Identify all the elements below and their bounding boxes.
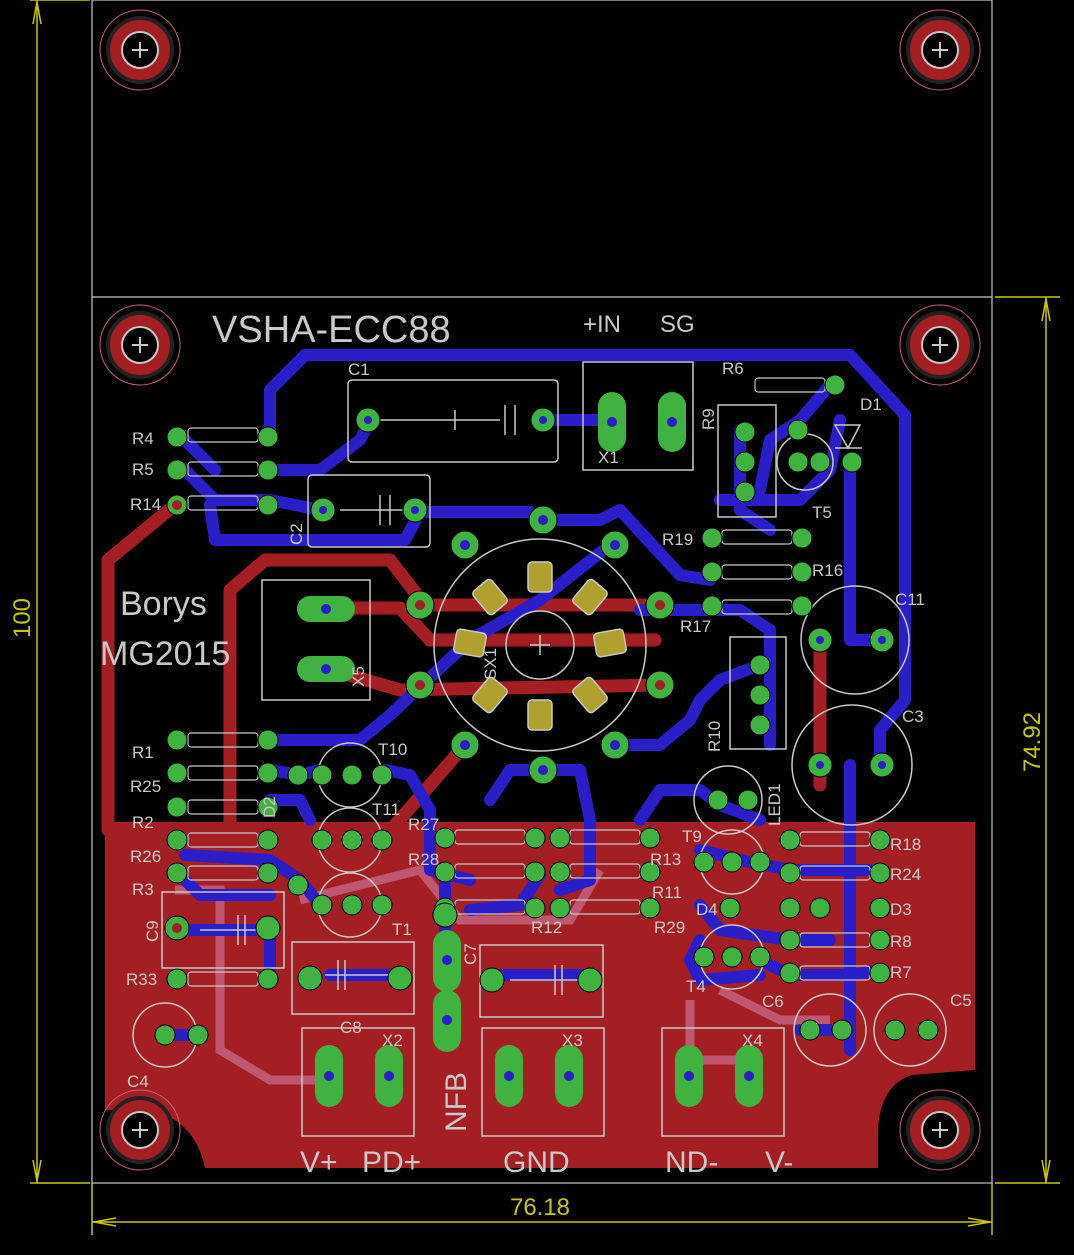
part-label: D1: [860, 395, 882, 414]
part-label: R3: [132, 880, 154, 899]
dimension-lines: [30, 0, 1060, 1235]
part-label: C6: [762, 992, 784, 1011]
dim-width-label: 76.18: [510, 1194, 570, 1221]
part-label: R4: [132, 429, 154, 448]
part-label: R29: [654, 918, 685, 937]
part-label: R13: [650, 850, 681, 869]
part-label: R25: [130, 777, 161, 796]
red-drill-holes: [172, 500, 665, 933]
silkscreen-outlines: [132, 361, 947, 1137]
dim-lower-height-label: 74.92: [1019, 712, 1046, 772]
label-gnd: GND: [503, 1146, 570, 1179]
part-label: LED1: [765, 783, 784, 826]
part-label: X5: [349, 666, 368, 687]
part-label: R27: [408, 815, 439, 834]
author-date: MG2015: [100, 635, 230, 673]
part-label: R18: [890, 835, 921, 854]
part-label: R7: [890, 963, 912, 982]
part-label: C8: [340, 1018, 362, 1037]
part-label: D3: [890, 900, 912, 919]
dim-height-label: 100: [9, 598, 36, 638]
part-label: T4: [686, 977, 706, 996]
part-label: T9: [682, 827, 702, 846]
part-label: R2: [132, 813, 154, 832]
part-label: R6: [722, 359, 744, 378]
label-v-plus: V+: [300, 1146, 338, 1179]
part-label: T1: [392, 920, 412, 939]
part-labels: R4 R5 R14 R1 R25 R2 R26 R3 R33 R27 R28 R…: [126, 359, 972, 1091]
part-label: X2: [382, 1031, 403, 1050]
part-label: C3: [902, 707, 924, 726]
part-label: R26: [130, 847, 161, 866]
part-label: D4: [696, 900, 718, 919]
mounting-holes: [99, 9, 981, 1171]
part-label: SX1: [481, 648, 500, 680]
part-label: T10: [378, 740, 407, 759]
part-label: R17: [680, 617, 711, 636]
part-label: R9: [699, 408, 718, 430]
part-label: R24: [890, 865, 921, 884]
part-label: R1: [132, 743, 154, 762]
part-label: C4: [127, 1072, 149, 1091]
author-name: Borys: [120, 585, 207, 623]
part-label: X3: [562, 1031, 583, 1050]
label-v-minus: V-: [765, 1146, 793, 1179]
drill-holes: [319, 416, 886, 1081]
part-label: R5: [132, 460, 154, 479]
part-label: C11: [895, 590, 925, 609]
part-label: T11: [372, 800, 400, 819]
part-label: C1: [348, 360, 370, 379]
top-copper-layer: [159, 349, 911, 1056]
tube-socket-pins: [453, 561, 627, 731]
part-label: C2: [287, 523, 306, 545]
part-label: X4: [742, 1031, 763, 1050]
label-sg: SG: [660, 311, 695, 338]
part-label: C7: [461, 943, 480, 965]
label-nd-minus: ND-: [665, 1146, 718, 1179]
label-pd-plus: PD+: [362, 1146, 421, 1179]
board-title: VSHA-ECC88: [212, 309, 451, 351]
part-label: C9: [143, 920, 162, 942]
part-label: R12: [531, 918, 562, 937]
label-in-plus: +IN: [583, 311, 621, 338]
socket-center-mark: [530, 635, 550, 655]
pads: [154, 374, 939, 1046]
part-label: R33: [126, 970, 157, 989]
part-label: X1: [598, 448, 619, 467]
part-label: D2: [260, 796, 279, 818]
part-label: T5: [812, 503, 832, 522]
part-label: R16: [812, 561, 843, 580]
label-nfb: NFB: [440, 1072, 473, 1132]
part-label: R8: [890, 932, 912, 951]
board-outline: [91, 0, 993, 1184]
part-label: R10: [705, 721, 724, 752]
part-label: R28: [408, 850, 439, 869]
part-label: C5: [950, 991, 972, 1010]
part-label: R19: [662, 530, 693, 549]
part-label: R14: [130, 495, 161, 514]
part-label: R11: [652, 883, 682, 902]
